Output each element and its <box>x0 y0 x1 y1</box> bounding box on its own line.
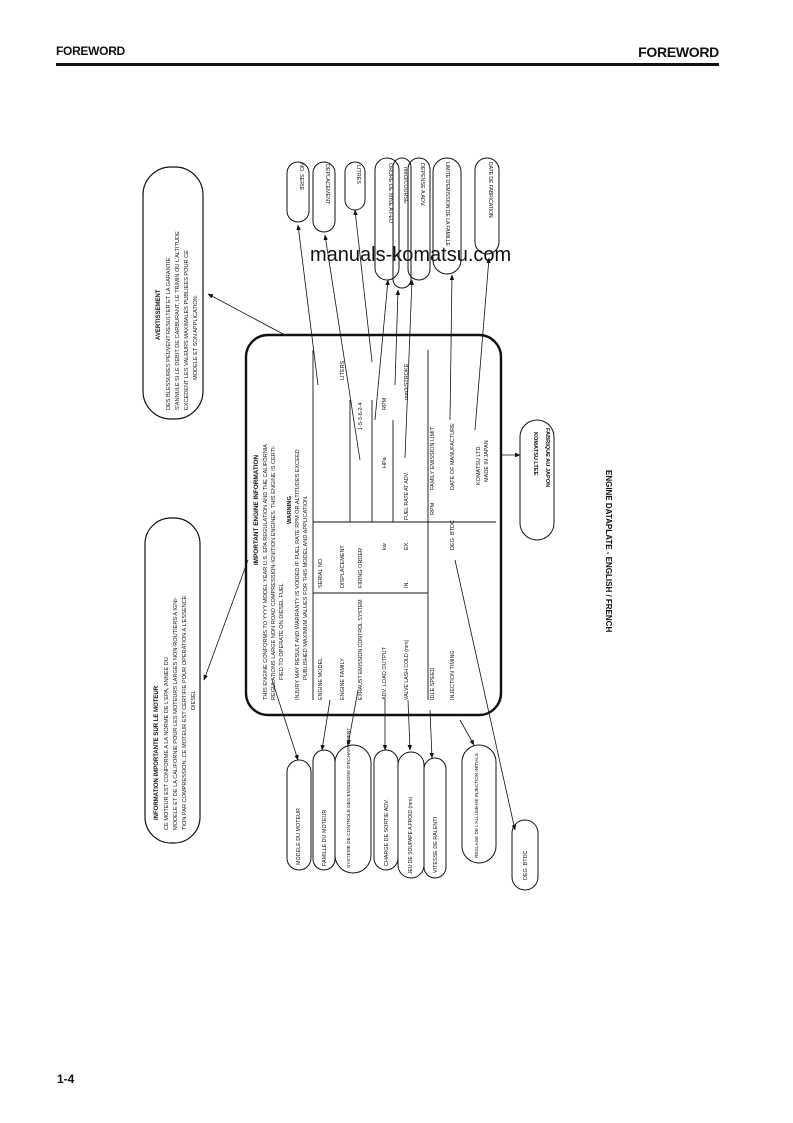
header-rule <box>56 63 719 66</box>
plate-row-unit: EX. <box>404 541 410 550</box>
callout-famille-moteur: FAMILLE DU MOTEUR <box>322 810 328 866</box>
callout-ordre-mise-a-feu: ORDRE DE MISE A FEU <box>387 163 393 223</box>
dataplate-text: IMPORTANT ENGINE INFORMATION THIS ENGINE… <box>253 360 490 700</box>
french-warning-title: AVERTISSEMENT <box>156 289 162 340</box>
french-warning-line: DES BLESSURES PEUVENT RESULTER ET LA GAR… <box>166 257 172 410</box>
plate-row-label: ADV. LOAD OUTPUT <box>382 646 388 700</box>
plate-row-label: ENGINE FAMILY <box>340 658 346 700</box>
leader-lines <box>203 209 521 831</box>
plate-row-mid: FIRING ORDER <box>358 548 364 588</box>
callout-limite-emission: LIMITE D'EMISSION DE LA FAMILLE <box>444 162 450 247</box>
callout-no-serie: NO. SERIE <box>298 163 304 191</box>
maker-fr-2: FABRIQUE AU JAPON <box>544 428 550 487</box>
callout-date-fabrication: DATE DE FABRICATION <box>487 162 493 218</box>
french-info-line: TION PAR COMPRESSION. CE MOTEUR EST CERT… <box>182 595 188 830</box>
plate-row-label: EXHAUST EMISSION CONTROL SYSTEM <box>358 599 364 700</box>
figure-caption: ENGINE DATAPLATE - ENGLISH / FRENCH <box>604 470 613 632</box>
french-info-line: MODELE ET DE LA CALIFORNIE POUR LES MOTE… <box>173 597 179 830</box>
header-right: FOREWORD <box>638 44 719 60</box>
plate-row-mid: FUEL RATE AT ADV. <box>404 472 410 520</box>
plate-title: IMPORTANT ENGINE INFORMATION <box>253 455 260 566</box>
dataplate-frame <box>244 333 503 717</box>
header-left: FOREWORD <box>56 44 125 58</box>
plate-row-label: IDLE SPEED <box>430 668 436 700</box>
french-info-box <box>144 517 201 844</box>
plate-row-mid: SERIAL NO. <box>318 557 324 588</box>
plate-maker-1: KOMATSU LTD. <box>476 445 482 485</box>
plate-row-mid: DATE OF MANUFACTURE <box>450 423 456 490</box>
callout-vitesse-ralenti: VITESSE DE RALENTI <box>433 817 439 873</box>
french-info-text: INFORMATION IMPORTANTE SUR LE MOTEUR CE … <box>154 595 197 830</box>
watermark: manuals-komatsu.com <box>310 244 512 266</box>
plate-row-right: mm3/STROKE <box>404 363 410 400</box>
plate-row-unit: DEG. BTDC <box>450 520 456 550</box>
callout-deplacement: DEPLACEMENT <box>324 164 330 205</box>
plate-row-unit: IN. <box>404 581 410 589</box>
bottom-callouts <box>286 744 539 891</box>
plate-warning-2: PUBLISHED MAXIMUM VALUES FOR THIS MODEL … <box>303 495 309 680</box>
french-info-line: DIESEL <box>191 690 197 710</box>
plate-row-right: LITERS <box>340 360 346 380</box>
callout-depense-adv: DEPENSE A ADV. <box>419 163 425 207</box>
callout-charge-sortie: CHARGE DE SORTIE ADV. <box>384 799 390 866</box>
french-warning-line: EXCEDENT LES VALEURS MAXIMALES PUBLIEES … <box>184 250 190 410</box>
plate-row-mid: HPa <box>382 456 388 468</box>
top-callout-texts: NO. SERIE DEPLACEMENT LITRES ORDRE DE MI… <box>298 162 493 247</box>
plate-row-unit: RPM <box>430 502 436 515</box>
page-number: 1-4 <box>57 1072 75 1086</box>
plate-warning-1: INJURY MAY RESULT AND WARRANTY IS VOIDED… <box>295 449 301 700</box>
plate-row-label: VALVE LASH COLD (mm) <box>404 639 410 700</box>
plate-intro-3: FIED TO OPERATE ON DIESEL FUEL <box>279 583 285 680</box>
bottom-callout-texts: MODELE DU MOTEUR FAMILLE DU MOTEUR SYSTE… <box>296 728 529 880</box>
plate-warning-title: WARNING <box>287 496 293 525</box>
callout-reglage-allumage: REGLAGE DE L'ALLUMAGE INJECTION INITIALE <box>474 753 479 858</box>
french-warning-line: MODELE ET SON APPLICATION. <box>193 294 199 380</box>
plate-row-unit: kw <box>382 543 388 550</box>
plate-intro-2: REGULATIONS LARGE NON ROAD COMPRESSION-I… <box>271 445 277 700</box>
callout-systeme-controle: SYSTEME DE CONTROLE DES EMISSIONS D'ECHA… <box>346 728 352 868</box>
callout-deg-btdc: DEG. BTDC <box>523 851 529 880</box>
top-callouts <box>286 157 500 289</box>
dataplate-table-lines <box>312 350 496 700</box>
plate-intro-1: THIS ENGINE CONFORMS TO YYYY MODEL YEAR … <box>263 444 269 700</box>
french-info-title: INFORMATION IMPORTANTE SUR LE MOTEUR <box>154 685 160 820</box>
french-info-line: CE MOTEUR EST CONFORME A LA NORME DE L'E… <box>164 657 170 830</box>
callout-mm3-course: mm3/COURSE <box>402 167 408 204</box>
french-warning-line: S'ANNULE SI LE DEBIT DE CARBURANT, LE TR… <box>175 231 181 410</box>
french-warning-text: AVERTISSEMENT DES BLESSURES PEUVENT RESU… <box>156 231 199 410</box>
plate-row-mid: DISPLACEMENT <box>340 545 346 588</box>
plate-maker-2: MADE IN JAPAN <box>484 440 490 482</box>
plate-row-mid: FAMILY EMISSION LIMIT <box>430 426 436 490</box>
callout-modele-moteur: MODELE DU MOTEUR <box>296 808 302 865</box>
plate-row-right: RPM <box>382 397 388 410</box>
callout-litres: LITRES <box>355 165 361 184</box>
maker-fr-1: KOMATSU LTEE <box>532 432 538 476</box>
french-warning-box <box>142 166 204 420</box>
maker-fr-box <box>519 419 555 541</box>
plate-row-label: INJECTION TIMING <box>450 650 456 700</box>
plate-row-right: 1-5-3-6-2-4 <box>358 402 364 430</box>
callout-jeu-soupape: JEU DE SOUPAPE A FROID (mm) <box>408 797 414 874</box>
plate-row-label: ENGINE MODEL <box>318 658 324 700</box>
